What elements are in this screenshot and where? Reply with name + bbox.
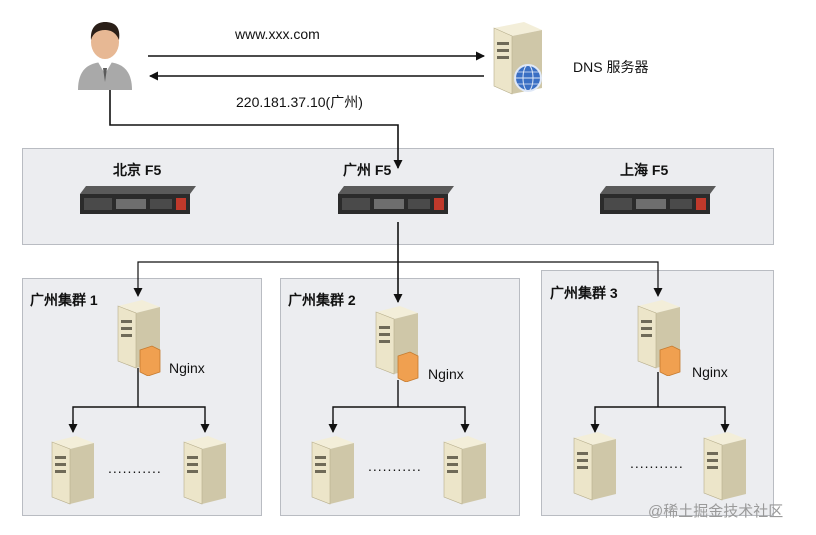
- cluster-2-ellipsis: ...........: [368, 458, 422, 474]
- cluster2-backend-server-left-icon: [311, 436, 354, 505]
- f5-to-cluster3-arrow: [398, 261, 663, 297]
- f5-beijing-device-icon: [80, 186, 196, 214]
- cluster3-split: [594, 406, 726, 428]
- cluster3-backend-server-right-icon: [703, 432, 746, 501]
- cluster1-backend-server-left-icon: [51, 436, 94, 505]
- watermark: @稀土掘金技术社区: [648, 503, 784, 520]
- cluster1-backend-server-right-icon: [183, 436, 226, 505]
- cluster-1-ellipsis: ...........: [108, 460, 162, 476]
- cluster2-split: [332, 406, 466, 428]
- cluster3-nginx-server-icon: [637, 300, 681, 376]
- user-to-f5-arrow: [109, 88, 403, 169]
- cluster-3-nginx-label: Nginx: [692, 364, 728, 380]
- user-icon: [78, 22, 132, 90]
- cluster1-split: [72, 406, 206, 428]
- f5-beijing-label: 北京 F5: [113, 162, 162, 178]
- cluster-2-nginx-label: Nginx: [428, 366, 464, 382]
- cluster-1-title: 广州集群 1: [30, 292, 98, 308]
- cluster2-backend-server-right-icon: [443, 436, 486, 505]
- f5-guangzhou-label: 广州 F5: [343, 162, 392, 178]
- cluster2-nginx-server-icon: [375, 306, 419, 382]
- cluster-1-nginx-label: Nginx: [169, 360, 205, 376]
- f5-to-cluster1-arrow: [133, 261, 398, 297]
- dns-response-label: 220.181.37.10(广州): [236, 94, 363, 110]
- cluster3-backend-server-left-icon: [573, 432, 616, 501]
- dns-server-icon: [493, 22, 542, 95]
- cluster1-nginx-server-icon: [117, 300, 161, 376]
- f5-guangzhou-device-icon: [338, 186, 454, 214]
- dns-request-label: www.xxx.com: [235, 26, 320, 42]
- f5-shanghai-device-icon: [600, 186, 716, 214]
- cluster-2-title: 广州集群 2: [288, 292, 356, 308]
- cluster-3-ellipsis: ...........: [630, 455, 684, 471]
- dns-server-label: DNS 服务器: [573, 59, 649, 75]
- cluster-3-title: 广州集群 3: [550, 285, 618, 301]
- f5-shanghai-label: 上海 F5: [620, 162, 669, 178]
